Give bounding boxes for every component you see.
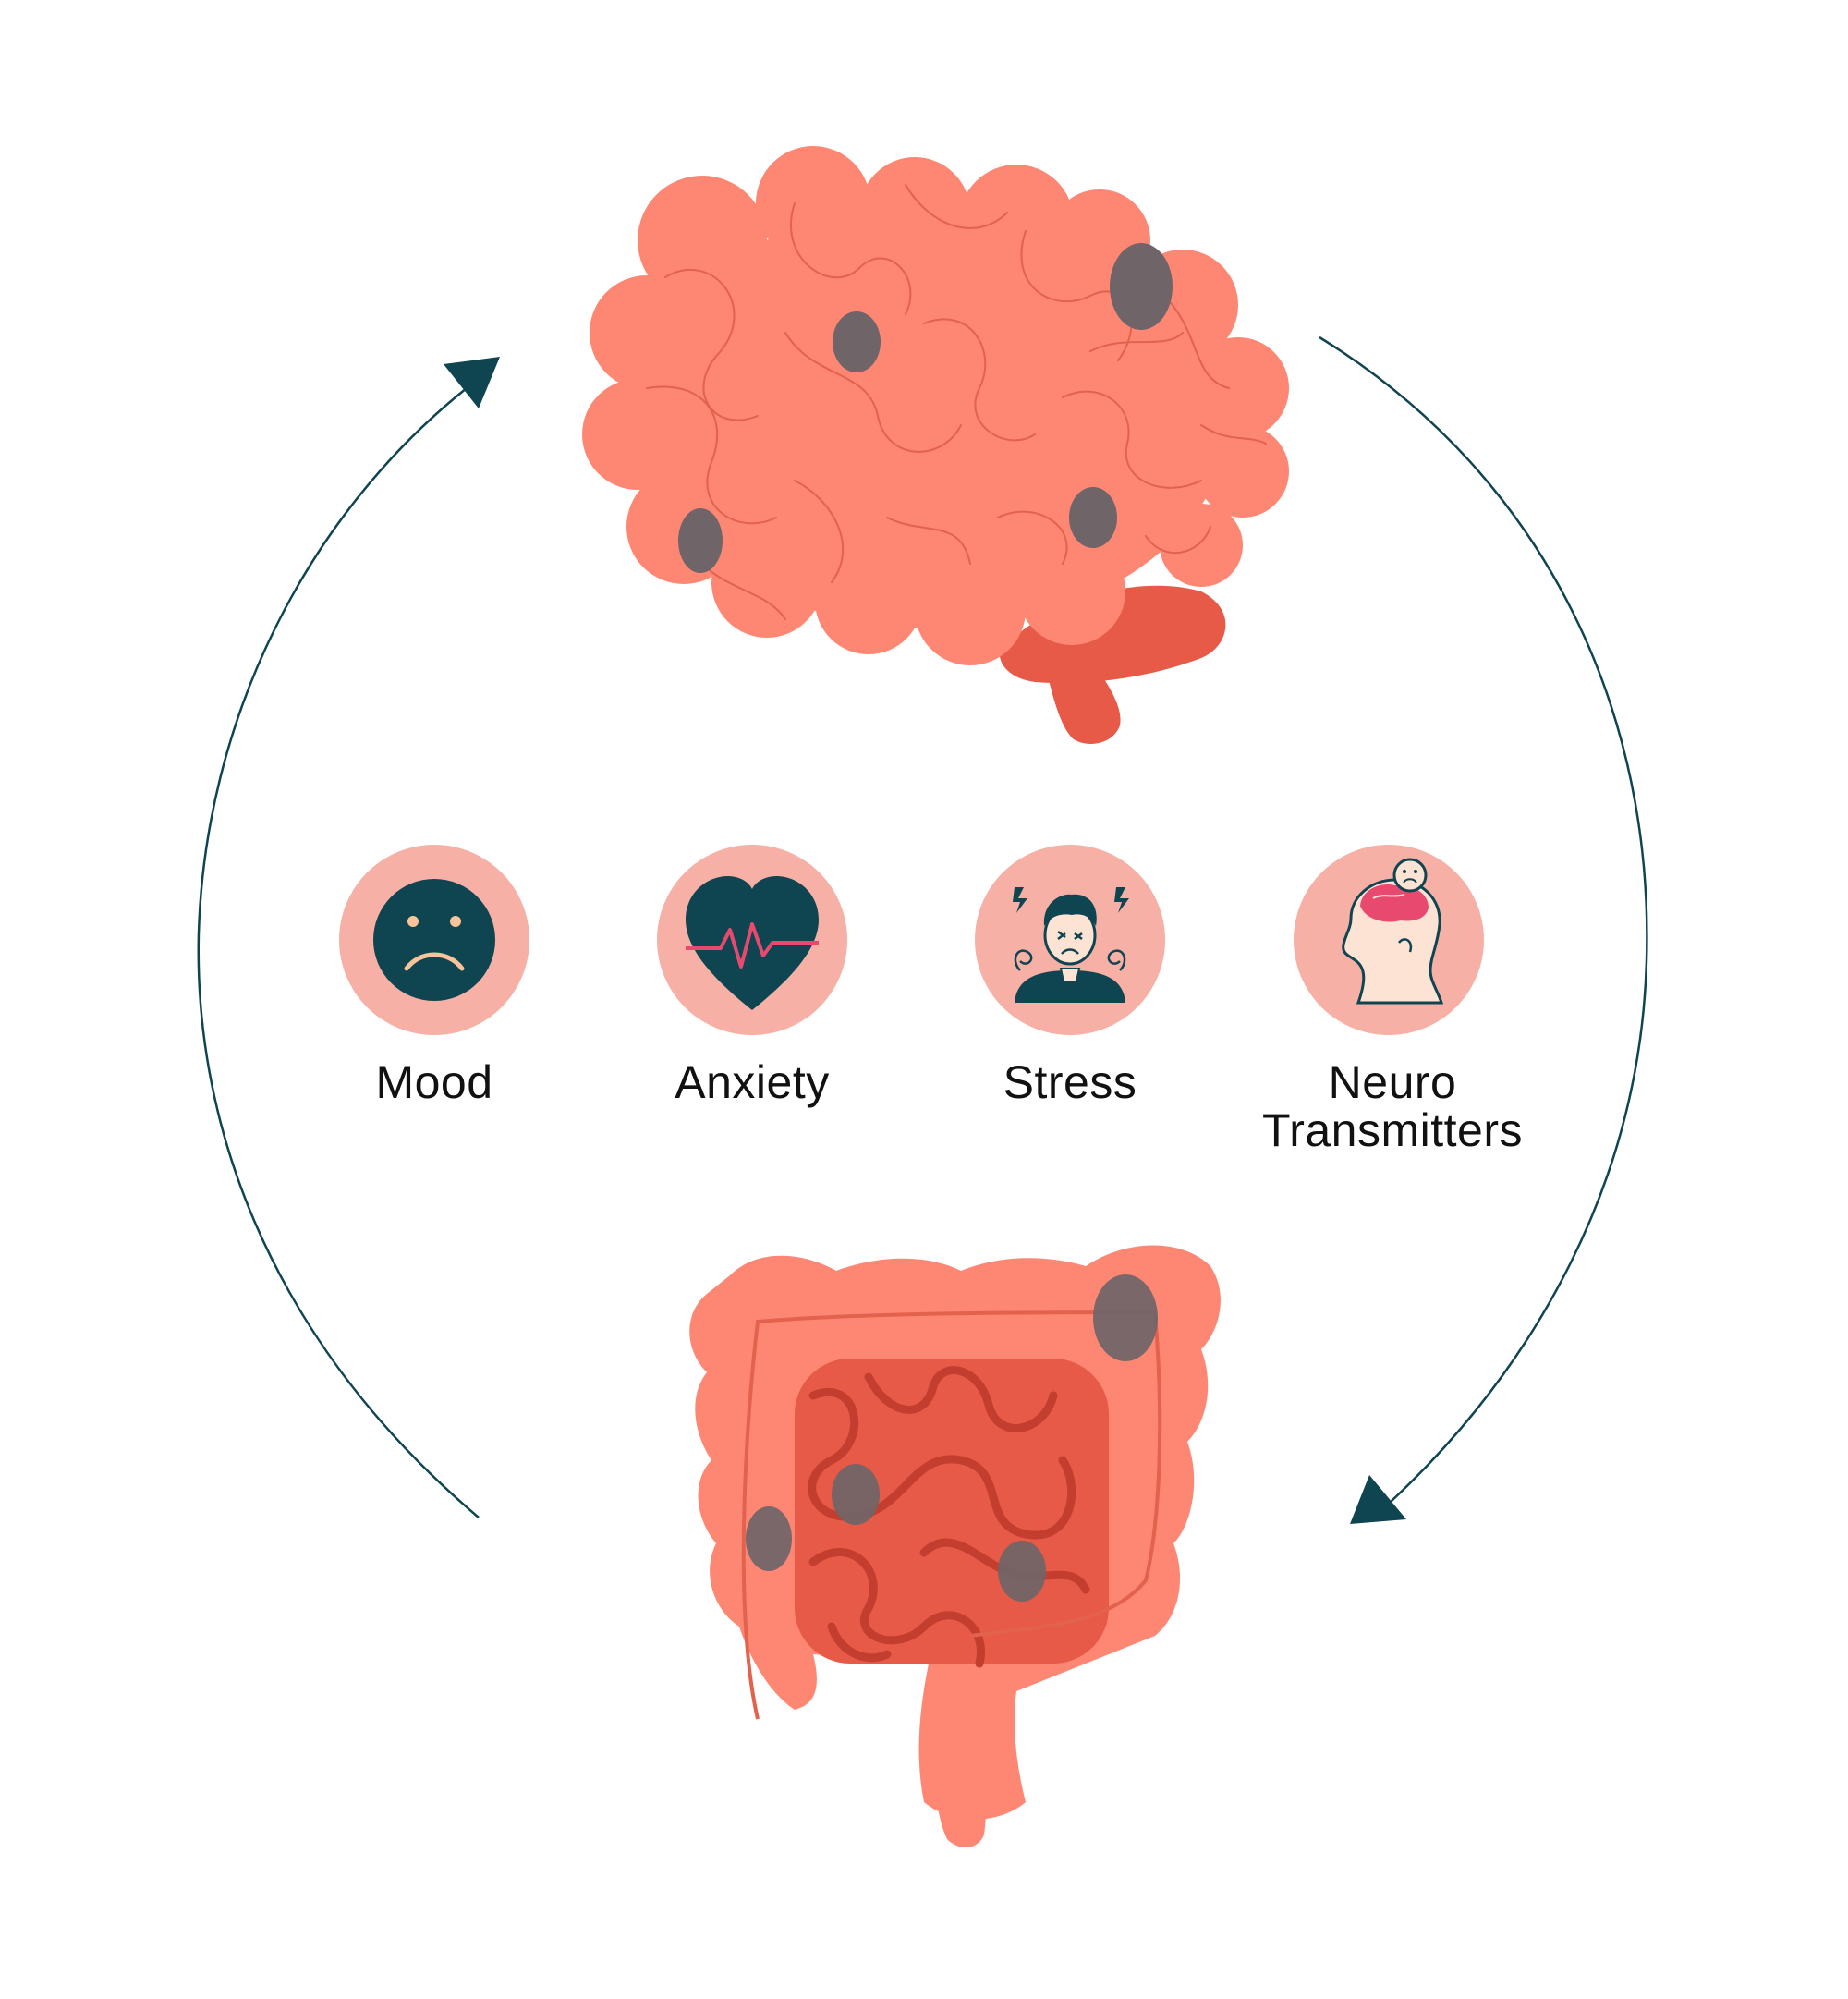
neurotransmitters-icon-badge (1294, 845, 1484, 1035)
stressed-person-icon (1013, 887, 1129, 1003)
colon-inner-line (741, 1310, 1162, 1720)
mood-label-text: Mood (375, 1056, 493, 1108)
neuro-label-line-1: Neuro (1328, 1056, 1457, 1108)
mood-icon-badge (339, 845, 529, 1035)
brain-spots (678, 243, 1173, 573)
anxiety-icon-badge (657, 845, 847, 1035)
stress-label-text: Stress (1003, 1056, 1137, 1108)
factor-label-stress: Stress (876, 1058, 1264, 1106)
factor-label-anxiety: Anxiety (558, 1058, 946, 1106)
factor-label-neurotransmitters: Neuro Transmitters (1198, 1058, 1587, 1154)
intestines-illustration (689, 1245, 1221, 1848)
cycle-arrows (197, 335, 1648, 1518)
brain-cerebrum (582, 146, 1289, 665)
left-arrowhead-icon (444, 357, 500, 408)
brain-illustration (582, 146, 1289, 744)
factor-label-mood: Mood (240, 1058, 628, 1106)
right-arrowhead-icon (1350, 1475, 1406, 1524)
anxiety-label-text: Anxiety (675, 1056, 830, 1108)
right-cycle-arc (1319, 335, 1648, 1503)
stress-icon-badge (975, 845, 1165, 1035)
intestine-spots (746, 1274, 1158, 1602)
heartbeat-heart-icon (686, 876, 819, 1010)
brain-folds (646, 184, 1267, 620)
left-cycle-arc (197, 387, 480, 1518)
neuro-label-line-2: Transmitters (1262, 1104, 1523, 1156)
head-brain-icon (1342, 858, 1444, 1005)
sad-face-icon (373, 879, 495, 1001)
